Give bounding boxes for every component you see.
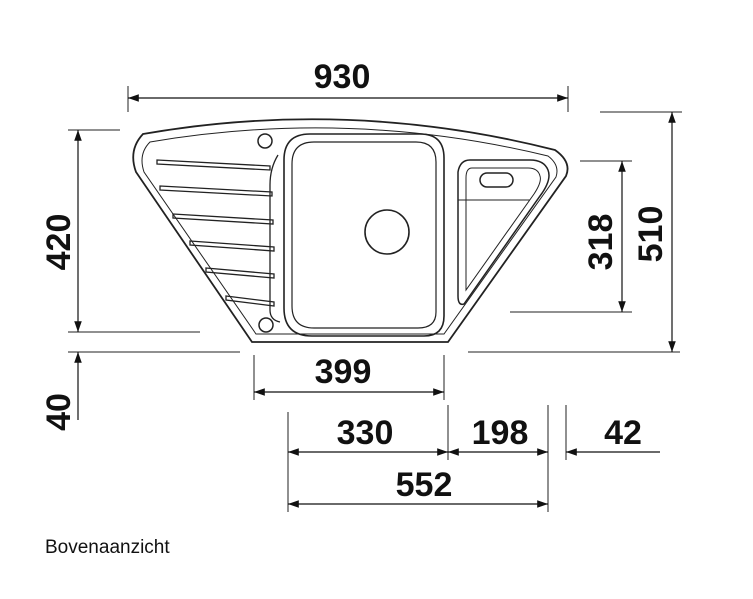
- prep-bowl-outer: [457, 159, 550, 306]
- prep-bowl-inner: [465, 167, 541, 292]
- view-caption: Bovenaanzicht: [45, 537, 170, 558]
- tap-hole-top: [257, 133, 273, 149]
- dim-label-930: 930: [314, 58, 371, 96]
- dim-label-318: 318: [582, 214, 620, 271]
- main-bowl-inner: [291, 141, 437, 329]
- dim-label-198: 198: [472, 414, 529, 452]
- drainboard-grooves: [156, 154, 281, 323]
- sink-outer-edge: [132, 118, 569, 343]
- dim-label-42: 42: [604, 414, 642, 452]
- sink-outline: [132, 118, 569, 343]
- groove-5: [205, 267, 275, 279]
- groove-4: [189, 240, 275, 252]
- groove-2: [159, 185, 273, 197]
- drainboard-ridge: [269, 154, 281, 323]
- groove-3: [172, 213, 274, 225]
- tap-hole-bottom: [258, 317, 274, 333]
- main-bowl: [283, 133, 445, 337]
- dim-label-399: 399: [315, 353, 372, 391]
- dim-label-420: 420: [40, 214, 78, 271]
- drain-outlet: [364, 209, 410, 255]
- main-bowl-outer: [283, 133, 445, 337]
- dim-label-40: 40: [40, 393, 78, 431]
- dim-label-330: 330: [337, 414, 394, 452]
- groove-1: [156, 159, 271, 171]
- dimension-lines: [74, 94, 676, 508]
- overflow-slot: [479, 172, 514, 188]
- prep-bowl: [457, 159, 550, 306]
- sink-inner-edge: [141, 127, 558, 335]
- groove-6: [225, 295, 275, 307]
- dim-label-510: 510: [632, 206, 670, 263]
- dim-label-552: 552: [396, 466, 453, 504]
